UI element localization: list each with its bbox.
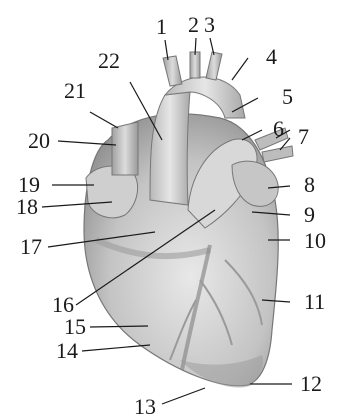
ascending-aorta — [150, 92, 190, 205]
leader-13 — [162, 388, 205, 404]
label-9: 9 — [304, 204, 315, 226]
superior-vena-cava — [112, 122, 138, 175]
leader-21 — [90, 112, 118, 128]
label-11: 11 — [304, 291, 325, 313]
label-4: 4 — [266, 46, 277, 68]
left-common-carotid — [190, 52, 200, 78]
label-5: 5 — [282, 86, 293, 108]
label-16: 16 — [52, 294, 74, 316]
label-3: 3 — [204, 14, 215, 36]
label-12: 12 — [300, 373, 322, 395]
label-10: 10 — [304, 230, 326, 252]
label-1: 1 — [156, 16, 167, 38]
label-22: 22 — [98, 50, 120, 72]
label-20: 20 — [28, 130, 50, 152]
label-14: 14 — [56, 340, 78, 362]
leader-14 — [82, 345, 150, 351]
label-13: 13 — [134, 396, 156, 418]
label-21: 21 — [64, 80, 86, 102]
label-2: 2 — [188, 14, 199, 36]
brachiocephalic-trunk — [163, 56, 182, 86]
label-6: 6 — [273, 118, 284, 140]
left-subclavian — [206, 52, 222, 80]
pulmonary-vein-lower — [262, 146, 293, 162]
leader-4 — [232, 58, 248, 80]
label-8: 8 — [304, 174, 315, 196]
label-19: 19 — [18, 174, 40, 196]
label-15: 15 — [64, 316, 86, 338]
label-17: 17 — [20, 236, 42, 258]
label-7: 7 — [298, 126, 309, 148]
label-18: 18 — [16, 196, 38, 218]
